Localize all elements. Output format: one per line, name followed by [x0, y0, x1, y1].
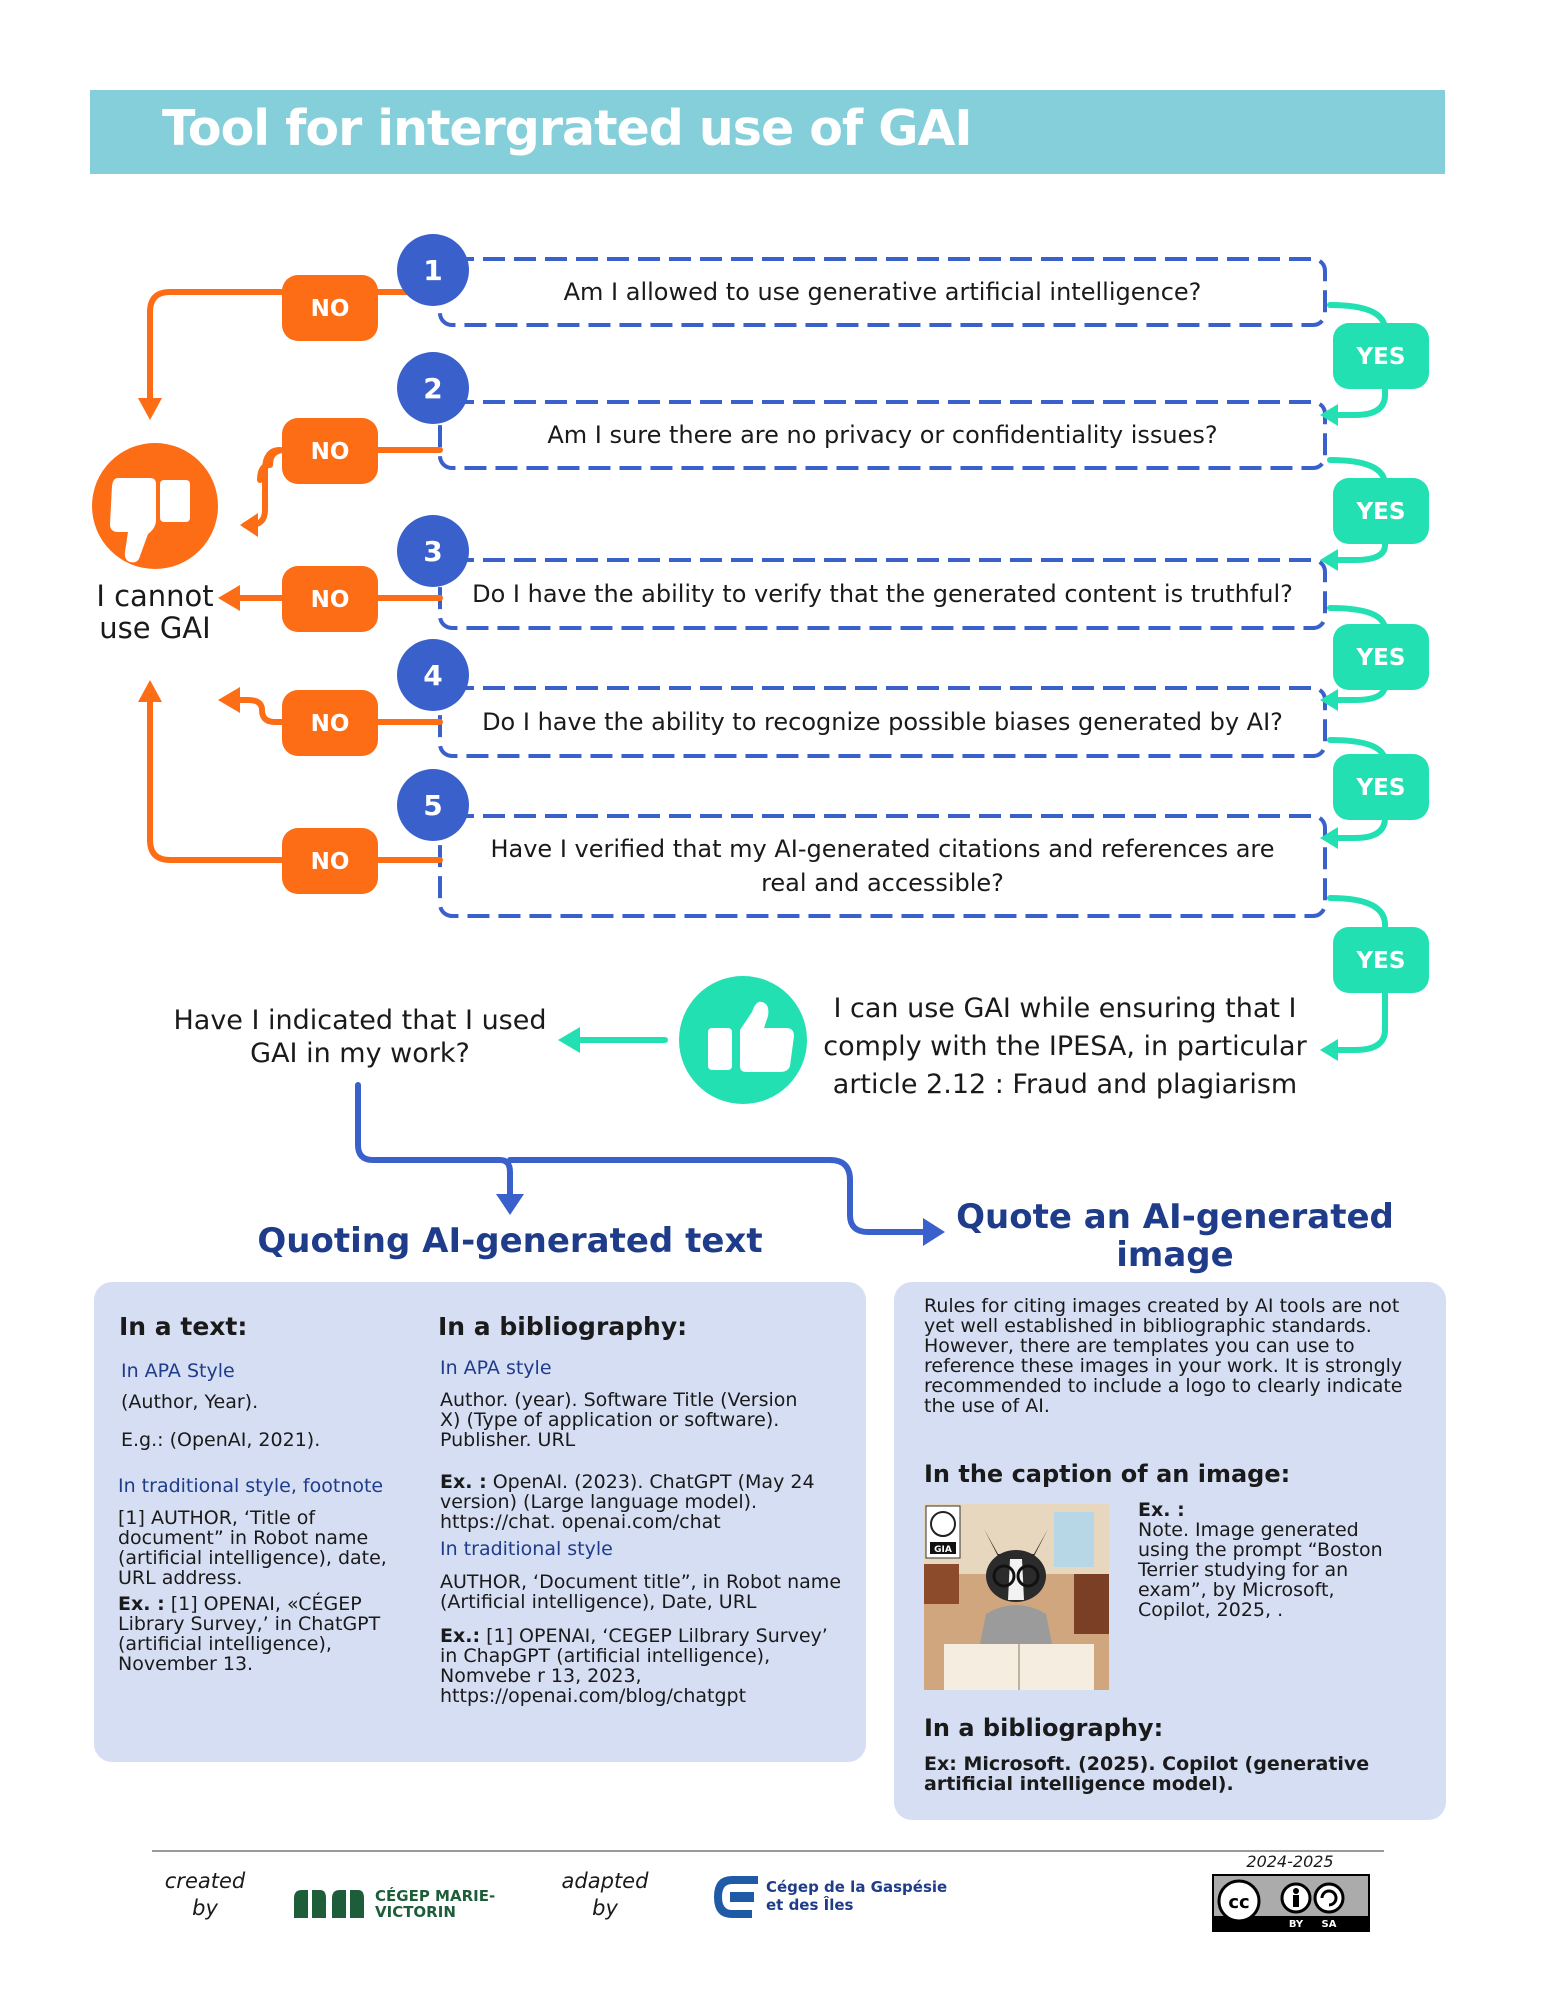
footer-year: 2024-2025: [1246, 1852, 1334, 1871]
cc-by-text: BY: [1289, 1919, 1304, 1930]
cc-text: cc: [1228, 1892, 1249, 1913]
in-text-example: Ex. : [1] OPENAI, «CÉGEP Library Survey,…: [118, 1594, 408, 1674]
boston-terrier-illustration: GIA: [924, 1504, 1109, 1690]
cc-sa-text: SA: [1322, 1919, 1337, 1930]
question-1: Am I allowed to use generative artificia…: [563, 278, 1202, 306]
in-text-apa-example: E.g.: (OpenAI, 2021).: [121, 1429, 321, 1451]
no-connectors: [147, 289, 443, 863]
yes-pills: YES YES YES YES YES: [1333, 323, 1429, 993]
flowchart: YES YES YES YES YES NO NO NO NO NO: [92, 234, 1429, 1246]
created-by-label: created by: [164, 1869, 246, 1920]
in-bib-example-1-label: Ex. :: [440, 1471, 487, 1493]
yes-label-3: YES: [1356, 645, 1406, 671]
header-banner: Tool for intergrated use of GAI: [90, 90, 1445, 174]
cegep-gaspesie-logo: [710, 1870, 762, 1928]
in-text-apa-label: In APA Style: [121, 1360, 235, 1382]
section-connectors: [355, 1082, 928, 1235]
in-text-trad-label: In traditional style, footnote: [118, 1475, 384, 1497]
no-pills: NO NO NO NO NO: [282, 275, 378, 894]
text-citation-panel: In a text: In APA Style (Author, Year). …: [94, 1282, 866, 1762]
step-number-5: 5: [423, 789, 442, 822]
yes-label-1: YES: [1356, 344, 1406, 370]
yes-label-4: YES: [1356, 775, 1406, 801]
adapter-name: Cégep de la Gaspésie et des Îles: [766, 1878, 948, 1914]
page-title: Tool for intergrated use of GAI: [162, 100, 973, 157]
step-number-1: 1: [423, 254, 442, 287]
footer-divider: [152, 1850, 1384, 1852]
step-number-4: 4: [423, 659, 442, 692]
text-section-title: Quoting AI-generated text: [257, 1221, 763, 1261]
question-box-3: [438, 558, 1327, 630]
in-text-example-text: [1] OPENAI, «CÉGEP Library Survey,’ in C…: [118, 1593, 381, 1675]
thumbs-up-icon: [679, 976, 807, 1104]
caption-example: Ex. : Note. Image generated using the pr…: [1138, 1500, 1408, 1620]
caption-example-label: Ex. :: [1138, 1499, 1185, 1521]
question-2: Am I sure there are no privacy or confid…: [547, 421, 1218, 449]
cegep-marie-victorin-logo: [292, 1888, 370, 1924]
in-bib-trad-label: In traditional style: [440, 1538, 613, 1560]
question-5: Have I verified that my AI-generated cit…: [490, 835, 1275, 897]
no-label-5: NO: [311, 849, 350, 875]
yes-label-2: YES: [1356, 499, 1406, 525]
question-box-2: [438, 400, 1327, 470]
in-text-trad-format: [1] AUTHOR, ‘Title of document” in Robot…: [118, 1507, 387, 1589]
caption-heading: In the caption of an image:: [924, 1460, 1291, 1488]
cc-license-badge: cc BY SA: [1212, 1874, 1370, 1932]
no-label-2: NO: [311, 439, 350, 465]
image-section-title: Quote an AI-generated image: [956, 1197, 1394, 1275]
step-numbers: 1 2 3 4 5: [397, 234, 469, 841]
in-text-heading: In a text:: [119, 1312, 248, 1341]
gaspesie-mark-icon: [714, 1876, 762, 1918]
yes-label-5: YES: [1356, 948, 1406, 974]
cc-by-sa-icon: cc BY SA: [1214, 1879, 1368, 1930]
no-label-3: NO: [311, 587, 350, 613]
step-number-3: 3: [423, 535, 442, 568]
question-box-5: [438, 814, 1327, 918]
in-bib-trad-format: AUTHOR, ‘Document title”, in Robot name …: [440, 1571, 842, 1613]
no-arrowheads: [138, 398, 258, 713]
adapted-by-label: adapted by: [561, 1869, 649, 1920]
no-label-1: NO: [311, 296, 350, 322]
marie-victorin-mark-icon: [294, 1890, 364, 1918]
gia-badge: GIA: [934, 1545, 952, 1555]
thumbs-down-icon: [92, 443, 218, 569]
in-bib-heading: In a bibliography:: [438, 1312, 688, 1341]
image-bib-heading: In a bibliography:: [924, 1714, 1164, 1742]
in-bib-example-2-text: [1] OPENAI, ‘CEGEP Lilbrary Survey’ in C…: [440, 1625, 828, 1707]
image-bib-text: Ex: Microsoft. (2025). Copilot (generati…: [924, 1753, 1370, 1795]
question-4: Do I have the ability to recognize possi…: [482, 708, 1283, 736]
in-bib-example-2-label: Ex.:: [440, 1625, 481, 1647]
in-bib-example-1-text: OpenAI. (2023). ChatGPT (May 24 version)…: [440, 1471, 815, 1533]
image-intro-text: Rules for citing images created by AI to…: [924, 1295, 1403, 1417]
in-bib-apa-format: Author. (year). Software Title (Version …: [440, 1389, 798, 1451]
section-arrowheads: [496, 1194, 945, 1246]
creator-name: CÉGEP MARIE-VICTORIN: [375, 1887, 496, 1921]
indicated-question: Have I indicated that I used GAI in my w…: [173, 1005, 547, 1069]
caption-example-text: Note. Image generated using the prompt “…: [1138, 1519, 1383, 1621]
in-bib-apa-label: In APA style: [440, 1357, 552, 1379]
yes-arrowheads: [558, 404, 1338, 1061]
no-label-4: NO: [311, 711, 350, 737]
can-use-label: I can use GAI while ensuring that I comp…: [823, 993, 1307, 1100]
step-number-2: 2: [423, 372, 442, 405]
in-bib-example-2: Ex.: [1] OPENAI, ‘CEGEP Lilbrary Survey’…: [440, 1626, 840, 1706]
in-text-example-label: Ex. :: [118, 1593, 165, 1615]
in-bib-example-1: Ex. : OpenAI. (2023). ChatGPT (May 24 ve…: [440, 1472, 830, 1532]
question-3: Do I have the ability to verify that the…: [472, 580, 1293, 608]
image-citation-panel: Rules for citing images created by AI to…: [894, 1282, 1446, 1820]
ai-generated-image: GIA: [924, 1504, 1109, 1690]
cannot-use-label: I cannot use GAI: [96, 579, 214, 645]
in-text-apa-format: (Author, Year).: [121, 1391, 259, 1413]
